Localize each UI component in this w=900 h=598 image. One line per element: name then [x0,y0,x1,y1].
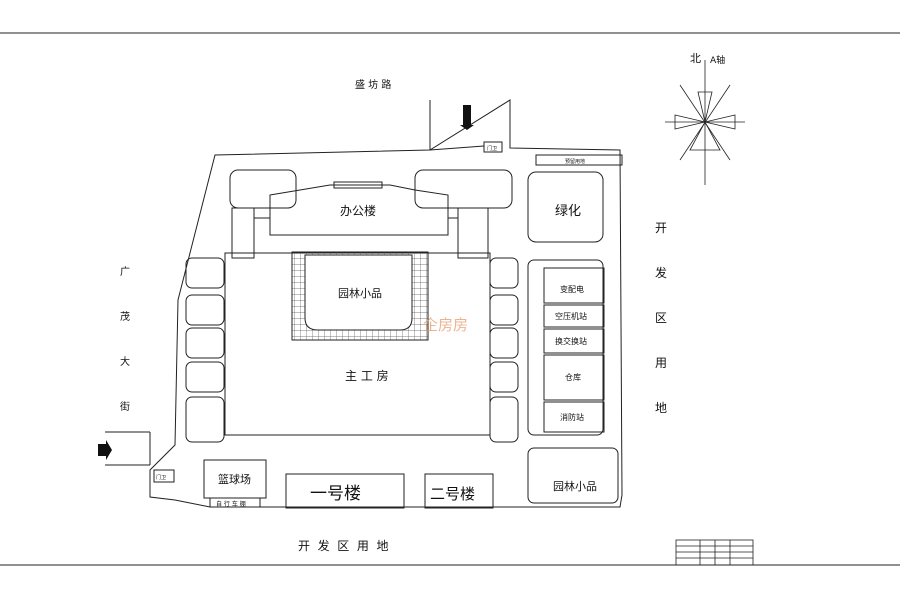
guard-west-label: 门卫 [156,474,166,481]
watermark: 企房房 [423,316,468,334]
road-east-char-4: 用 [655,356,667,370]
north-guard-box [483,141,503,153]
east-sign-label: 预留用地 [565,158,585,165]
air-compressor-label: 空压机站 [555,311,587,321]
guard-north-label: 门卫 [487,145,497,152]
building-2 [424,473,494,509]
road-west-char-4: 街 [120,400,130,413]
office-wing-w [231,207,255,259]
heat-exchange-label: 换交换站 [555,336,587,346]
pad-w4 [185,361,225,393]
pad-w3 [185,327,225,359]
compass-north-label: 北 [690,52,701,65]
bike-shed-label: 自 行 车 棚 [216,500,246,508]
bike-shed [209,497,261,508]
west-entrance [105,431,151,466]
site-boundary [149,99,623,508]
office-wing-e [457,207,489,259]
road-south-label: 开 发 区 用 地 [298,538,389,553]
compass-axis-label: A轴 [710,54,725,66]
pad-nw [229,169,297,209]
road-east-char-1: 开 [655,221,667,235]
pad-ne [414,169,513,209]
road-west-char-3: 大 [120,355,130,368]
north-entry-arrow [460,105,474,130]
east-sign-box [535,154,623,166]
road-east-char-3: 区 [655,311,667,325]
warehouse-label: 仓库 [565,372,581,382]
pad-w1 [185,257,225,289]
heat-exchange-box [543,328,605,354]
east-service-block [527,259,604,436]
air-compressor-box [543,304,605,328]
pad-e1 [489,257,519,289]
road-east-char-2: 发 [655,265,667,280]
main-plant [224,252,491,436]
fire-station-label: 消防站 [560,412,584,422]
pad-e5 [489,396,519,443]
compass-rose [665,60,745,185]
road-north-label: 盛 坊 路 [355,78,391,91]
main-plant-label: 主 工 房 [345,368,389,383]
garden-inner-label: 园林小品 [338,286,382,300]
west-guard-box [153,469,175,483]
building-1-label: 一号楼 [310,484,361,504]
garden-east-label: 园林小品 [553,479,597,493]
garden-courtyard [291,251,429,341]
green-label: 绿化 [555,204,581,219]
north-gate-line [429,145,485,151]
title-block [675,539,754,566]
road-west-char-2: 茂 [120,310,130,323]
road-east-char-5: 地 [655,401,667,415]
fire-station-box [543,401,605,433]
pad-w2 [185,294,225,326]
pad-e3 [489,327,519,359]
office-label: 办公楼 [340,203,376,218]
building-1 [285,473,405,509]
pad-w5 [185,396,225,443]
office-building [269,184,449,236]
garden-east-box [527,447,619,504]
office-top [333,181,383,189]
green-block [527,171,604,243]
substation-label: 变配电 [560,284,584,294]
pad-e4 [489,361,519,393]
warehouse-box [543,354,605,401]
building-2-label: 二号楼 [430,485,475,503]
basketball-label: 篮球场 [218,472,251,486]
west-entry-arrow [98,440,112,460]
pad-e2 [489,294,519,326]
road-west-char-1: 广 [120,266,130,278]
substation-box [543,267,605,304]
